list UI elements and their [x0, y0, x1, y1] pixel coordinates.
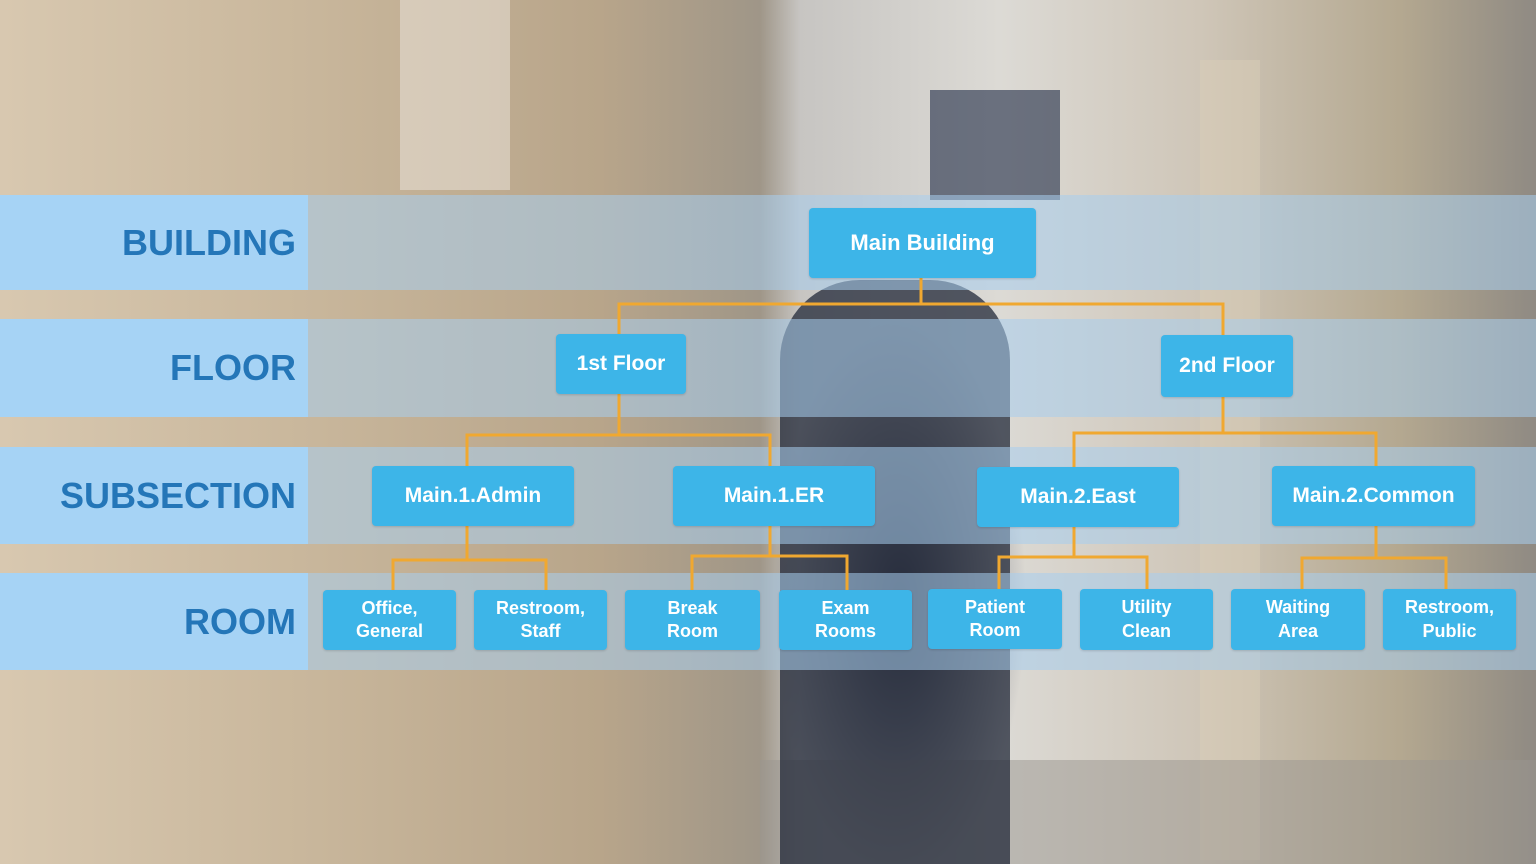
level-label-subsection: SUBSECTION: [0, 447, 308, 544]
band-building: BUILDING: [0, 195, 1536, 290]
level-label-room: ROOM: [0, 573, 308, 670]
room-line2: Rooms: [814, 621, 876, 641]
node-main-1-er[interactable]: Main.1.ER: [673, 466, 875, 526]
room-line1: Break: [667, 597, 718, 618]
room-line1: Restroom,: [495, 597, 585, 618]
room-line1: Exam: [821, 597, 870, 618]
node-1st-floor[interactable]: 1st Floor: [556, 334, 686, 394]
room-line2: Public: [1422, 620, 1477, 641]
node-main-2-common[interactable]: Main.2.Common: [1272, 466, 1475, 526]
node-room-office-general[interactable]: Office, General: [323, 590, 456, 650]
room-line1: Patient: [964, 596, 1025, 617]
node-main-1-admin[interactable]: Main.1.Admin: [372, 466, 574, 526]
room-line2: General: [355, 621, 424, 641]
room-line2: Clean: [1121, 620, 1171, 641]
room-line2: Staff: [520, 621, 561, 641]
node-room-restroom-staff[interactable]: Restroom, Staff: [474, 590, 607, 650]
node-main-building[interactable]: Main Building: [809, 208, 1036, 278]
node-room-restroom-public[interactable]: Restroom,Public: [1383, 589, 1516, 650]
band-track: [308, 319, 1536, 417]
room-line1: Waiting: [1265, 597, 1331, 618]
level-label-building: BUILDING: [0, 195, 308, 290]
room-line1: Office,: [361, 597, 418, 618]
room-line2: Area: [1277, 620, 1318, 641]
node-main-2-east[interactable]: Main.2.East: [977, 467, 1179, 527]
node-2nd-floor[interactable]: 2nd Floor: [1161, 335, 1293, 397]
level-label-floor: FLOOR: [0, 319, 308, 417]
background-wall-fixture: [400, 0, 510, 190]
background-doorway: [930, 90, 1060, 200]
room-line2: Room: [667, 621, 718, 641]
band-floor: FLOOR: [0, 319, 1536, 417]
room-line2: Room: [969, 620, 1021, 640]
room-line1: Restroom,: [1404, 597, 1494, 618]
room-line1: Utility: [1121, 597, 1172, 618]
